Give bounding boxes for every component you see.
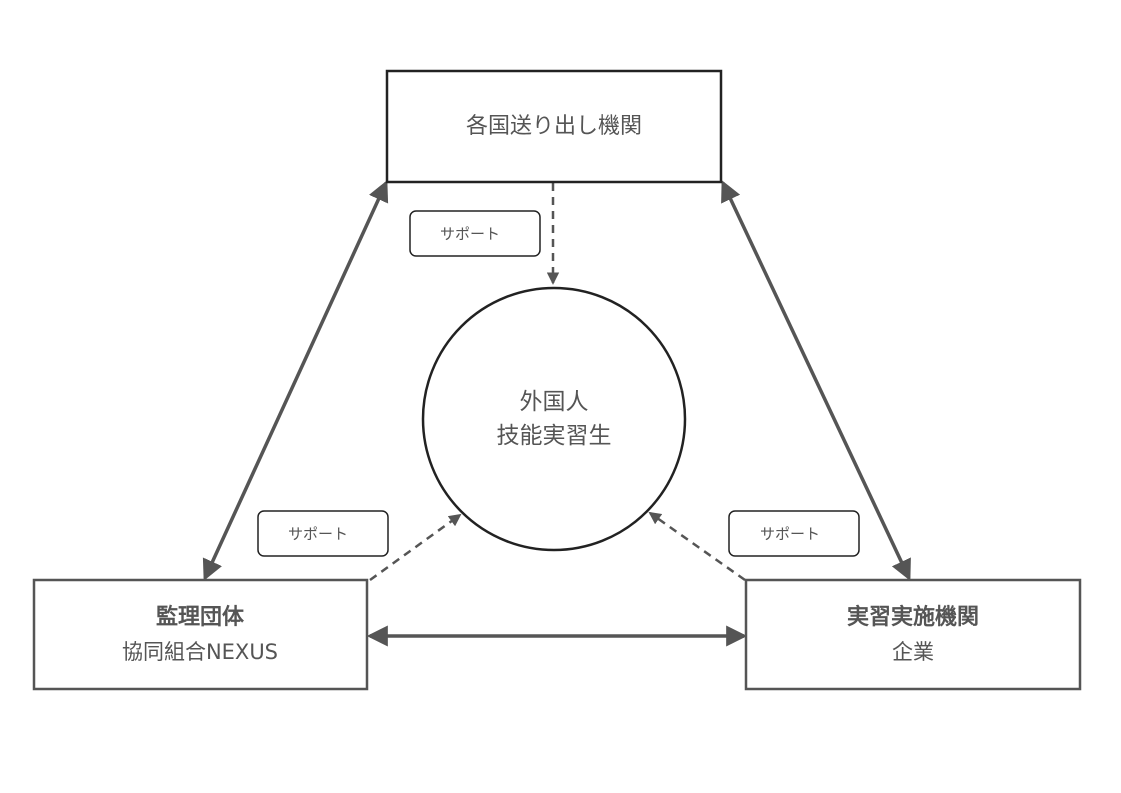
support-badge-right: サポート bbox=[728, 510, 860, 557]
support-arrow-right bbox=[648, 511, 746, 582]
supervising-org-title: 監理団体 bbox=[156, 605, 245, 630]
sending-org-node: 各国送り出し機関 bbox=[385, 69, 723, 184]
support-badge-top: サポート bbox=[409, 210, 541, 257]
support-badge-right-label: サポート bbox=[760, 525, 820, 543]
support-badge-left-label: サポート bbox=[288, 525, 348, 543]
support-badge-top-label: サポート bbox=[440, 225, 500, 243]
trainee-node: 外国人 技能実習生 bbox=[421, 286, 687, 552]
trainee-line2: 技能実習生 bbox=[497, 423, 612, 449]
supervising-org-subtitle: 協同組合NEXUS bbox=[122, 640, 278, 664]
supervising-org-node: 監理団体 協同組合NEXUS bbox=[32, 578, 369, 691]
implementing-org-node: 実習実施機関 企業 bbox=[744, 578, 1082, 691]
trainee-line1: 外国人 bbox=[520, 389, 589, 415]
arrow-sending-implementing bbox=[721, 180, 911, 581]
implementing-org-title: 実習実施機関 bbox=[847, 604, 979, 630]
support-arrow-left bbox=[369, 513, 462, 582]
sending-org-label: 各国送り出し機関 bbox=[466, 114, 642, 139]
support-badge-left: サポート bbox=[257, 510, 389, 557]
implementing-org-subtitle: 企業 bbox=[892, 640, 934, 664]
arrow-sending-supervising bbox=[202, 180, 389, 581]
